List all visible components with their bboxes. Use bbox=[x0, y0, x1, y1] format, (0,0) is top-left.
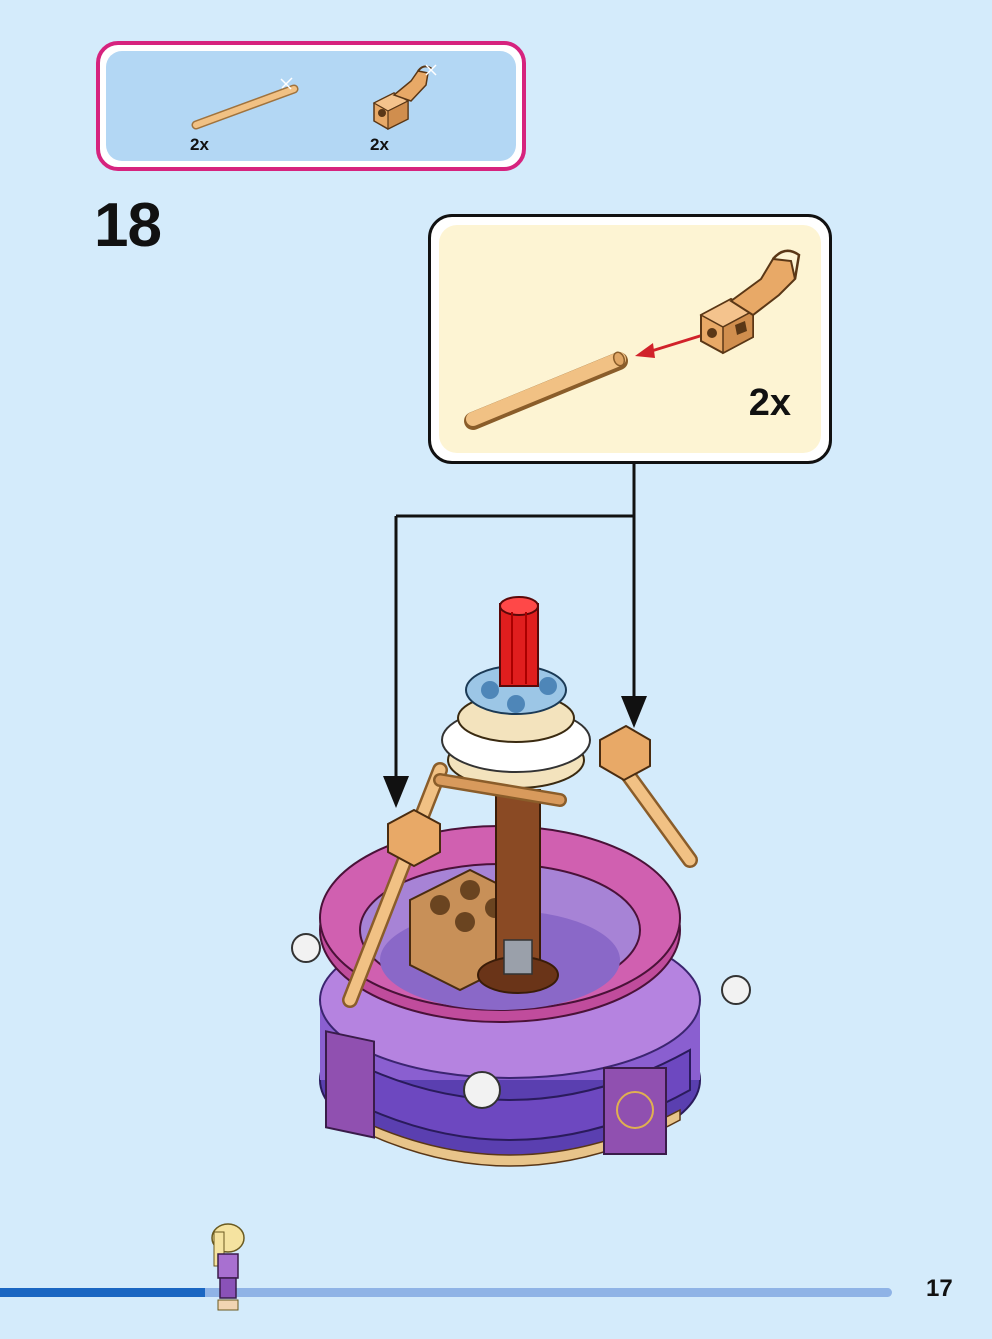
connector-lines bbox=[383, 461, 647, 808]
sub-build-callout-inner: 2x bbox=[439, 225, 821, 453]
parts-list-art bbox=[191, 64, 437, 130]
progress-bar-fill bbox=[0, 1288, 205, 1297]
progress-bar bbox=[0, 1288, 892, 1297]
arrow-down-right-icon bbox=[621, 696, 647, 728]
tan-clip-bracket-icon bbox=[372, 64, 437, 130]
callout-count: 2x bbox=[748, 382, 791, 424]
tan-bar-icon bbox=[464, 351, 628, 430]
sub-build-callout: 2x bbox=[428, 214, 832, 464]
step-number: 18 bbox=[94, 191, 162, 260]
tan-bar-icon bbox=[191, 77, 299, 130]
parts-list-box: 2x 2x bbox=[96, 41, 526, 171]
carousel-model bbox=[291, 596, 751, 1167]
part-count-bar: 2x bbox=[190, 135, 209, 154]
arrow-down-left-icon bbox=[383, 776, 409, 808]
part-count-clip: 2x bbox=[370, 135, 389, 154]
sub-build-art bbox=[464, 249, 801, 430]
parts-list-inner: 2x 2x bbox=[106, 51, 516, 161]
page-number: 17 bbox=[926, 1275, 953, 1302]
tan-clip-bracket-icon bbox=[699, 249, 801, 355]
